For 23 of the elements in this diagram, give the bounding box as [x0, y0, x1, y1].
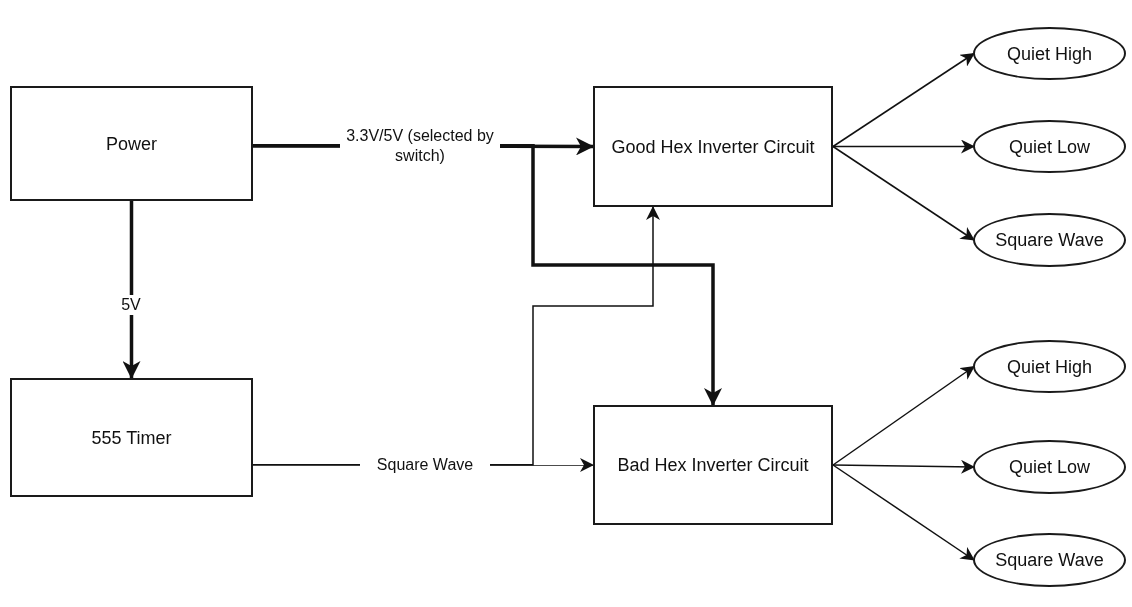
connector-arrow	[832, 145, 975, 241]
node-label: Quiet Low	[1007, 135, 1091, 158]
connector-arrow	[832, 365, 975, 466]
edge-label: Square Wave	[360, 455, 490, 475]
node-label: Square Wave	[994, 229, 1105, 251]
node-label: Square Wave	[994, 549, 1105, 571]
node-label: Quiet High	[1005, 42, 1093, 65]
connector-arrow	[832, 52, 975, 148]
connector-arrow	[832, 139, 975, 154]
node-label: Bad Hex Inverter Circuit	[616, 454, 810, 476]
node-label: Quiet Low	[1007, 456, 1091, 478]
block-box	[10, 378, 253, 497]
connector-arrow	[832, 464, 975, 561]
connector-arrow	[122, 201, 141, 379]
connector-arrow	[832, 459, 975, 474]
block-box	[593, 405, 833, 525]
block-box	[593, 86, 833, 207]
node-label: Power	[105, 132, 158, 155]
edge-label: 3.3V/5V (selected by switch)	[340, 126, 500, 166]
block-box	[10, 86, 253, 201]
node-label: Good Hex Inverter Circuit	[610, 135, 816, 158]
node-label: 555 Timer	[90, 426, 173, 449]
node-label: Quiet High	[1005, 355, 1093, 378]
